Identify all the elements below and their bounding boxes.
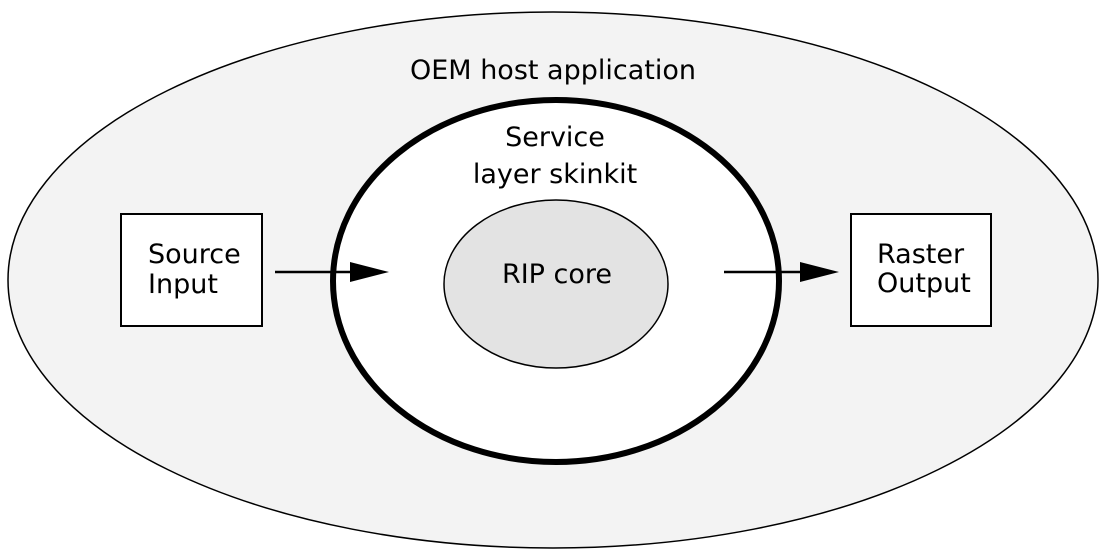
service-layer-label-line2: layer skinkit: [473, 159, 637, 190]
service-layer-label-line1: Service: [505, 122, 605, 153]
raster-output-box: [850, 213, 992, 327]
oem-host-application-label: OEM host application: [410, 55, 696, 86]
source-input-label-line2: Input: [148, 269, 218, 300]
rip-core-label: RIP core: [502, 259, 612, 290]
arrow-source-to-service: [275, 262, 389, 282]
source-input-label-line1: Source: [148, 239, 241, 270]
arrow-service-to-raster: [724, 262, 839, 282]
rip-core-ellipse: [443, 199, 669, 369]
raster-output-label-line1: Raster: [877, 239, 965, 270]
raster-output-label-line2: Output: [877, 268, 971, 299]
source-input-box: [120, 213, 263, 327]
